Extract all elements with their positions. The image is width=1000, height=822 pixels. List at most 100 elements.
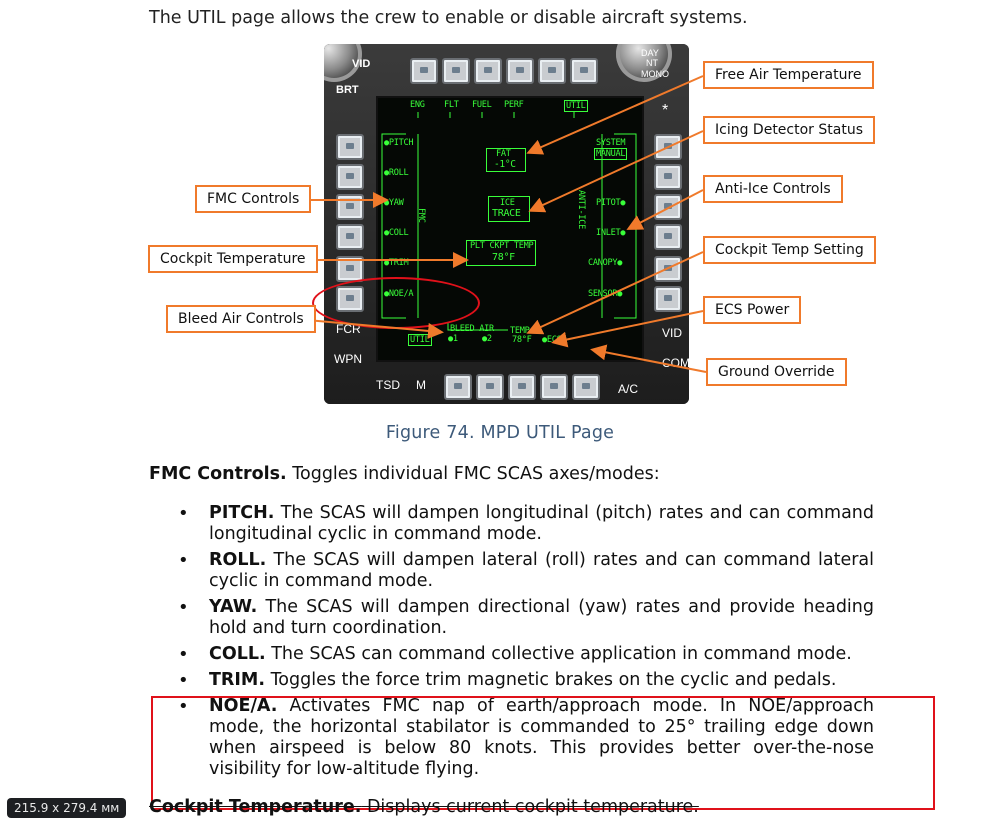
ecs-label: ECS: [546, 335, 562, 345]
fmc-pitch[interactable]: ●PITCH: [384, 138, 414, 148]
sensor-label: SENSOR: [588, 289, 618, 299]
list-item: ROLL. The SCAS will dampen lateral (roll…: [174, 550, 874, 592]
bottom-button-4[interactable]: [540, 374, 568, 400]
right-button-4[interactable]: [654, 224, 682, 250]
bullet-text: The SCAS will dampen lateral (roll) rate…: [209, 550, 874, 591]
fmc-coll-label: COLL: [388, 228, 409, 238]
bullet-term: COLL.: [209, 644, 266, 664]
noe-a-highlight-ellipse: [312, 277, 480, 329]
left-button-4[interactable]: [336, 224, 364, 250]
bleed-air-2[interactable]: ●2: [482, 334, 492, 344]
bullet-text: The SCAS will dampen longitudinal (pitch…: [209, 503, 874, 544]
top-button-3[interactable]: [474, 58, 502, 84]
callout-free-air-temperature: Free Air Temperature: [703, 61, 874, 89]
left-button-1[interactable]: [336, 134, 364, 160]
noe-a-highlight-rect: [151, 696, 935, 810]
left-button-5[interactable]: [336, 256, 364, 282]
fmc-coll[interactable]: ●COLL: [384, 228, 409, 238]
tab-eng[interactable]: ENG: [410, 100, 425, 110]
canopy-label: CANOPY: [588, 258, 618, 268]
anti-ice-canopy[interactable]: CANOPY●: [588, 258, 623, 268]
fmc-bullet-list: PITCH. The SCAS will dampen longitudinal…: [174, 503, 874, 785]
nt-label: NT: [646, 58, 658, 68]
fmc-trim[interactable]: ●TRIM: [384, 258, 409, 268]
left-button-2[interactable]: [336, 164, 364, 190]
bottom-button-5[interactable]: [572, 374, 600, 400]
bottom-button-2[interactable]: [476, 374, 504, 400]
com-label[interactable]: COM: [662, 356, 689, 370]
top-button-6[interactable]: [570, 58, 598, 84]
cockpit-temp-value: 78°F: [492, 252, 515, 263]
callout-anti-ice-controls: Anti-Ice Controls: [703, 175, 843, 203]
anti-ice-vertical-label: ANTI-ICE: [576, 190, 586, 229]
tab-flt[interactable]: FLT: [444, 100, 459, 110]
manual-label[interactable]: MANUAL: [594, 148, 628, 160]
temp-label: TEMP: [510, 326, 530, 336]
list-item: YAW. The SCAS will dampen directional (y…: [174, 597, 874, 639]
fmc-pitch-label: PITCH: [388, 138, 414, 148]
callout-cockpit-temp-setting: Cockpit Temp Setting: [703, 236, 876, 264]
star-label[interactable]: *: [662, 102, 669, 119]
cockpit-temperature-heading: Cockpit Temperature. Displays current co…: [149, 797, 699, 817]
fmc-yaw-label: YAW: [388, 198, 404, 208]
tsd-label[interactable]: TSD: [376, 378, 400, 392]
list-item: COLL. The SCAS can command collective ap…: [174, 644, 874, 665]
fmc-vertical-label: FMC: [416, 208, 426, 223]
callout-ecs-power: ECS Power: [703, 296, 802, 324]
bleed-1-label: 1: [452, 334, 458, 344]
left-button-3[interactable]: [336, 194, 364, 220]
cockpit-temp-label: PLT CKPT TEMP: [470, 241, 534, 251]
fmc-controls-heading: FMC Controls. Toggles individual FMC SCA…: [149, 464, 660, 484]
ac-label[interactable]: A/C: [618, 382, 639, 396]
m-label[interactable]: M: [416, 378, 426, 392]
bullet-text: Toggles the force trim magnetic brakes o…: [265, 670, 837, 690]
inlet-label: INLET: [596, 228, 621, 238]
pitot-label: PITOT: [596, 198, 621, 208]
bullet-term: NOE/A.: [209, 696, 278, 716]
anti-ice-inlet[interactable]: INLET●: [596, 228, 626, 238]
tab-fuel[interactable]: FUEL: [472, 100, 492, 110]
cockpit-temperature-title: Cockpit Temperature.: [149, 797, 362, 817]
bottom-button-1[interactable]: [444, 374, 472, 400]
temp-value[interactable]: 78°F: [512, 335, 532, 345]
tab-util[interactable]: UTIL: [564, 100, 588, 112]
bleed-2-label: 2: [486, 334, 492, 344]
right-button-3[interactable]: [654, 194, 682, 220]
brt-label: BRT: [336, 84, 359, 96]
top-button-1[interactable]: [410, 58, 438, 84]
fmc-roll-label: ROLL: [388, 168, 409, 178]
ice-label: ICE: [500, 198, 515, 208]
mono-label: MONO: [641, 69, 669, 79]
top-button-5[interactable]: [538, 58, 566, 84]
callout-fmc-controls: FMC Controls: [195, 185, 312, 213]
fmc-controls-text: Toggles individual FMC SCAS axes/modes:: [286, 464, 660, 484]
wpn-label[interactable]: WPN: [334, 352, 362, 366]
right-button-5[interactable]: [654, 256, 682, 282]
right-button-6[interactable]: [654, 286, 682, 312]
bullet-term: ROLL.: [209, 550, 267, 570]
fmc-roll[interactable]: ●ROLL: [384, 168, 409, 178]
fat-value: -1°C: [494, 159, 516, 170]
bottom-button-3[interactable]: [508, 374, 536, 400]
bleed-air-1[interactable]: ●1: [448, 334, 458, 344]
anti-ice-pitot[interactable]: PITOT●: [596, 198, 626, 208]
page-size-badge: 215.9 x 279.4 мм: [7, 798, 127, 818]
right-button-1[interactable]: [654, 134, 682, 160]
ecs-toggle[interactable]: ●ECS: [542, 335, 562, 345]
bullet-term: TRIM.: [209, 670, 265, 690]
fmc-yaw[interactable]: ●YAW: [384, 198, 404, 208]
bullet-text: Activates FMC nap of earth/approach mode…: [209, 696, 874, 779]
util-bottom-label[interactable]: UTIL: [408, 334, 432, 346]
callout-icing-detector-status: Icing Detector Status: [703, 116, 875, 144]
right-button-2[interactable]: [654, 164, 682, 190]
fat-box: [486, 148, 526, 172]
bullet-text: The SCAS can command collective applicat…: [265, 644, 852, 664]
bullet-text: The SCAS will dampen directional (yaw) r…: [209, 597, 874, 638]
vid-right-label[interactable]: VID: [662, 326, 683, 340]
top-button-2[interactable]: [442, 58, 470, 84]
system-label: SYSTEM: [596, 138, 626, 148]
tab-perf[interactable]: PERF: [504, 100, 524, 110]
mpd-util-figure: VID BRT DAY NT MONO FCR WPN * VID COM TS…: [324, 44, 689, 404]
anti-ice-sensor[interactable]: SENSOR●: [588, 289, 623, 299]
top-button-4[interactable]: [506, 58, 534, 84]
